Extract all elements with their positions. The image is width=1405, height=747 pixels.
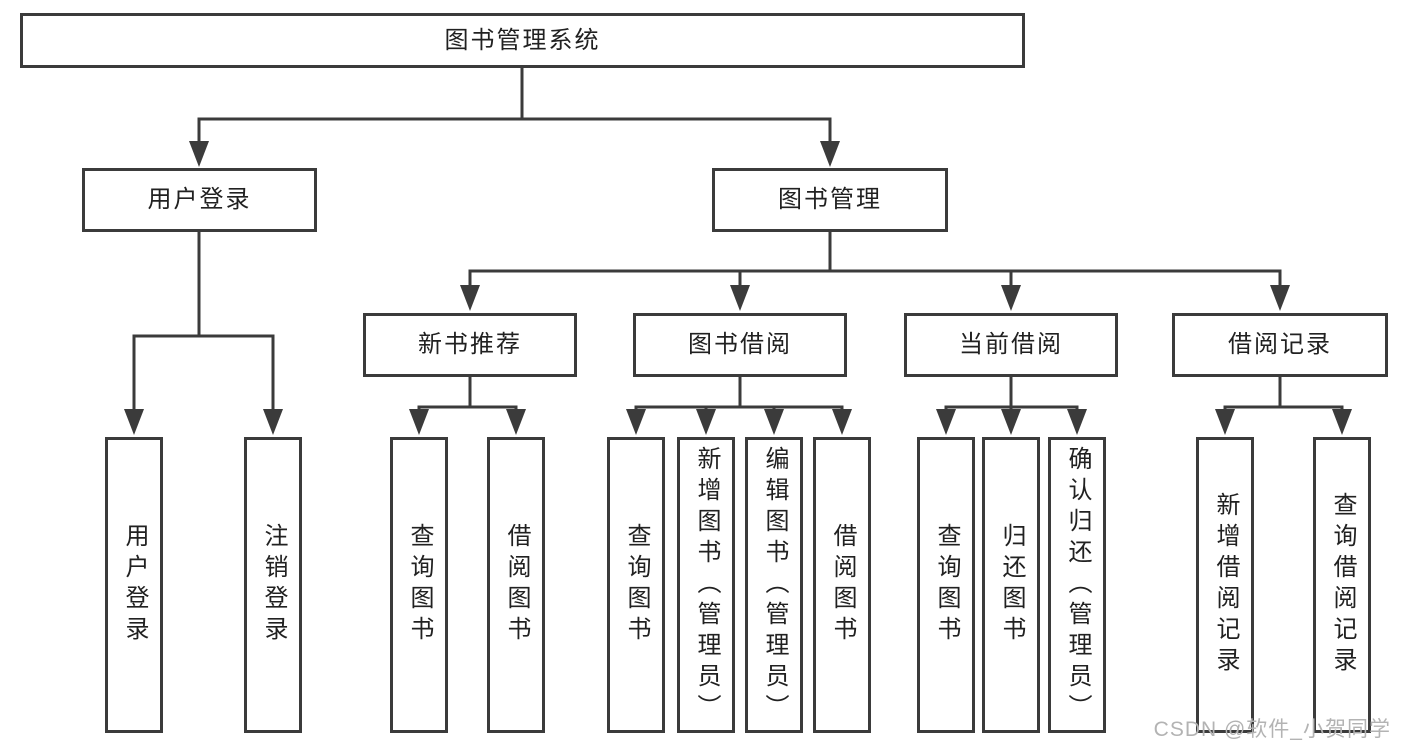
node-borrow-books-recommend: 借阅图书 (487, 437, 545, 733)
node-current-borrowing: 当前借阅 (904, 313, 1118, 377)
node-add-borrow-record: 新增借阅记录 (1196, 437, 1254, 733)
node-edit-books-admin: 编辑图书（管理员） (745, 437, 803, 733)
node-user-login-action: 用户登录 (105, 437, 163, 733)
node-user-login: 用户登录 (82, 168, 317, 232)
node-query-borrow-record: 查询借阅记录 (1313, 437, 1371, 733)
node-add-books-admin: 新增图书（管理员） (677, 437, 735, 733)
node-borrow-books-action: 借阅图书 (813, 437, 871, 733)
node-confirm-return-admin: 确认归还（管理员） (1048, 437, 1106, 733)
node-borrowing-records: 借阅记录 (1172, 313, 1388, 377)
node-query-books-borrow: 查询图书 (607, 437, 665, 733)
node-book-borrowing: 图书借阅 (633, 313, 847, 377)
node-return-books: 归还图书 (982, 437, 1040, 733)
node-book-management: 图书管理 (712, 168, 948, 232)
node-library-system: 图书管理系统 (20, 13, 1025, 68)
node-logout-action: 注销登录 (244, 437, 302, 733)
node-query-books-current: 查询图书 (917, 437, 975, 733)
node-query-books-recommend: 查询图书 (390, 437, 448, 733)
node-new-book-recommendation: 新书推荐 (363, 313, 577, 377)
csdn-watermark: CSDN @软件_小贺同学 (1153, 718, 1391, 741)
